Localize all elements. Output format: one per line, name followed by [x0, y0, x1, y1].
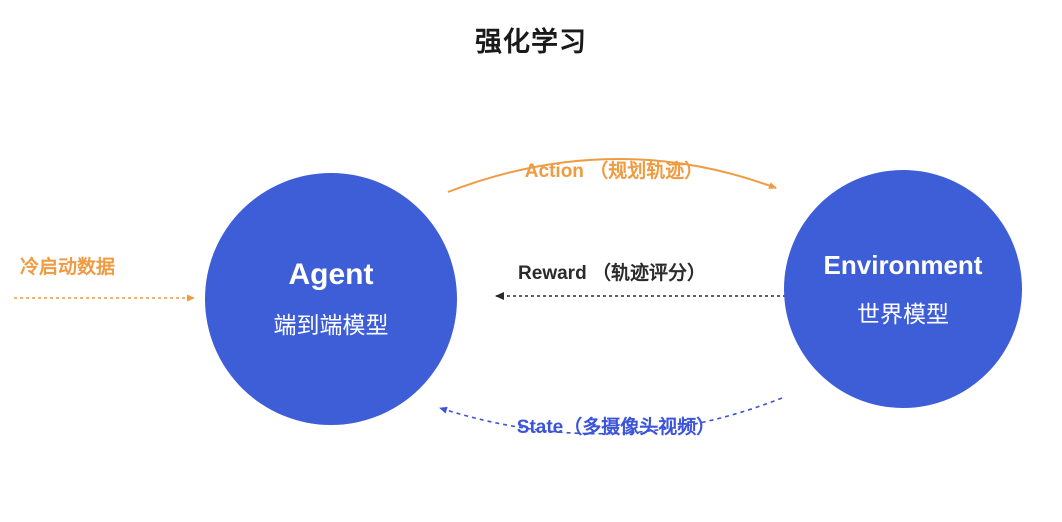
agent-subtitle: 端到端模型: [273, 312, 389, 338]
agent-name: Agent: [288, 258, 374, 291]
state-arrow-label: State（多摄像头视频）: [516, 417, 716, 438]
cold-start-label: 冷启动数据: [20, 257, 116, 278]
reward-arrow-label: Reward （轨迹评分）: [518, 263, 706, 284]
diagram-title: 强化学习: [475, 27, 587, 57]
environment-name: Environment: [823, 249, 983, 280]
action-arrow-label: Action （规划轨迹）: [524, 161, 704, 182]
environment-subtitle: 世界模型: [857, 300, 949, 327]
agent-node: Agent 端到端模型: [205, 173, 457, 425]
environment-node: Environment 世界模型: [784, 170, 1022, 408]
action-arrow: [447, 157, 777, 193]
